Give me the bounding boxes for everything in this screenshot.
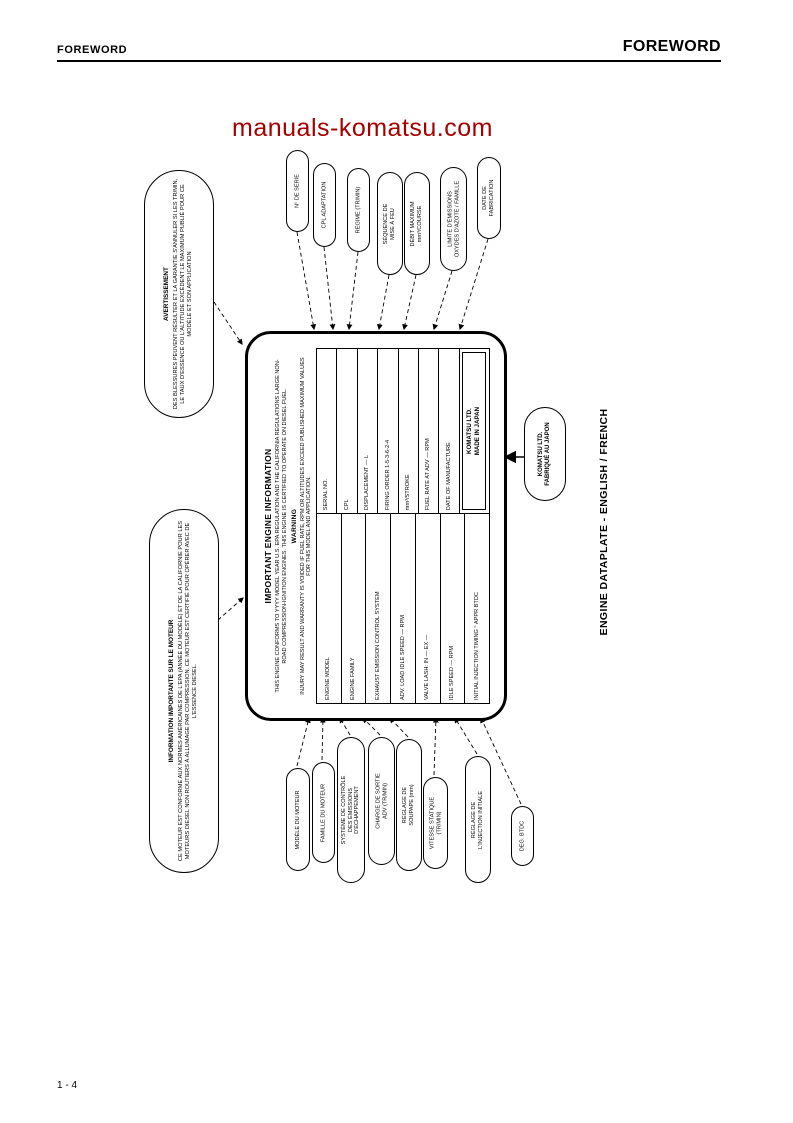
callout-adv-load-idle: CHARGE DE SORTIE ADV (TR/MIN) bbox=[368, 737, 395, 865]
callout-avertissement-title: AVERTISSEMENT bbox=[163, 267, 171, 321]
callout-komatsu-made-in-japan: KOMATSU LTD. FABRIQUÉ AU JAPON bbox=[524, 407, 566, 501]
plate-field-cpl: CPL bbox=[337, 349, 358, 514]
plate-conformity-text: THIS ENGINE CONFORMS TO YYYY MODEL YEAR … bbox=[275, 359, 288, 693]
callout-fuel-rate: DÉBIT MAXIMUM mm³/COURSE bbox=[404, 172, 430, 275]
plate-title: IMPORTANT ENGINE INFORMATION bbox=[263, 448, 273, 604]
watermark-text: manuals-komatsu.com bbox=[232, 114, 493, 142]
callout-information-importante: INFORMATION IMPORTANTE SUR LE MOTEUR CE … bbox=[149, 509, 219, 873]
callout-deg-btdc: DEG. BTDC bbox=[511, 806, 534, 866]
figure-caption-container: ENGINE DATAPLATE - ENGLISH / FRENCH bbox=[590, 408, 618, 636]
callout-information-title: INFORMATION IMPORTANTE SUR LE MOTEUR bbox=[168, 619, 176, 763]
plate-table: ENGINE MODEL ENGINE FAMILY EXHAUST EMISS… bbox=[315, 348, 490, 704]
plate-field-adv-load-idle: ADV. LOAD IDLE SPEED — RPM bbox=[391, 514, 416, 703]
callout-rpm: RÉGIME (TR/MIN) bbox=[347, 168, 370, 252]
callout-initial-injection-label: RÉGLAGE DE L'INJECTION INITIALE bbox=[471, 790, 484, 849]
plate-table-right-column: SERIAL NO. CPL DISPLACEMENT — L FIRING O… bbox=[316, 349, 489, 515]
callout-engine-family: FAMILLE DU MOTEUR bbox=[312, 762, 335, 863]
page-number: 1 - 4 bbox=[57, 1080, 78, 1091]
plate-warning-title: WARNING bbox=[290, 508, 298, 544]
figure-caption: ENGINE DATAPLATE - ENGLISH / FRENCH bbox=[597, 408, 610, 636]
callout-engine-model-label: MODÈLE DU MOTEUR bbox=[294, 789, 301, 850]
plate-field-fuel-rate: FUEL RATE AT ADV — RPM bbox=[419, 349, 440, 514]
plate-field-date-of-manufacture: DATE OF MANUFACTURE bbox=[439, 349, 460, 514]
plate-field-emission-control: EXHAUST EMISSION CONTROL SYSTEM bbox=[366, 514, 392, 703]
callout-engine-model: MODÈLE DU MOTEUR bbox=[286, 768, 310, 871]
header-left-foreword: FOREWORD bbox=[57, 44, 128, 56]
callout-cpl-label: CPL ADAPTATION bbox=[321, 181, 328, 229]
callout-nox-family-label: LIMITE D'ÉMISSIONS OXYDES D'AZOTE / FAMI… bbox=[446, 180, 460, 258]
plate-field-idle-speed: IDLE SPEED — RPM bbox=[440, 514, 466, 703]
plate-maker-box: KOMATSU LTD. MADE IN JAPAN bbox=[461, 352, 486, 511]
callout-deg-btdc-label: DEG. BTDC bbox=[519, 820, 526, 852]
header-right-foreword: FOREWORD bbox=[622, 38, 721, 55]
callout-fuel-rate-label: DÉBIT MAXIMUM mm³/COURSE bbox=[410, 201, 423, 246]
callout-static-speed: VITESSE STATIQUE (TR/MIN) bbox=[423, 777, 448, 869]
callout-komatsu-label: KOMATSU LTD. FABRIQUÉ AU JAPON bbox=[537, 422, 551, 486]
plate-warning-text: INJURY MAY RESULT AND WARRANTY IS VOIDED… bbox=[299, 357, 313, 695]
callout-rpm-label: RÉGIME (TR/MIN) bbox=[355, 186, 362, 234]
plate-field-engine-model: ENGINE MODEL bbox=[316, 514, 342, 703]
callout-adv-load-idle-label: CHARGE DE SORTIE ADV (TR/MIN) bbox=[374, 773, 388, 829]
callout-date-of-manufacture: DATE DE FABRICATION bbox=[477, 157, 501, 239]
callout-information-body: CE MOTEUR EST CONFORME AUX NORMES AMÉRIC… bbox=[178, 520, 199, 862]
callout-serial-number: N° DE SÉRIE bbox=[286, 150, 309, 232]
callout-valve-lash: RÉGLAGE DE SOUPAPE (mm) bbox=[396, 739, 422, 871]
callout-avertissement: AVERTISSEMENT DES BLESSURES PEUVENT RÉSU… bbox=[144, 170, 214, 418]
callout-static-speed-label: VITESSE STATIQUE (TR/MIN) bbox=[428, 796, 442, 850]
plate-field-valve-lash: VALVE LASH: IN — EX — bbox=[415, 514, 441, 703]
callout-firing-order-label: SÉQUENCE DE MISE À FEU bbox=[383, 203, 396, 244]
plate-field-engine-family: ENGINE FAMILY bbox=[341, 514, 367, 703]
callout-valve-lash-label: RÉGLAGE DE SOUPAPE (mm) bbox=[402, 784, 415, 826]
plate-field-mm3-stroke: mm³/STROKE bbox=[398, 349, 420, 514]
callout-engine-family-label: FAMILLE DU MOTEUR bbox=[320, 783, 327, 842]
callout-initial-injection: RÉGLAGE DE L'INJECTION INITIALE bbox=[465, 756, 491, 883]
callout-emission-control-system-label: SYSTÈME DE CONTRÔLE DES ÉMISSIONS D'ÉCHA… bbox=[340, 775, 361, 845]
callout-date-of-manufacture-label: DATE DE FABRICATION bbox=[482, 179, 495, 217]
plate-field-serial-no: SERIAL NO. bbox=[316, 349, 338, 514]
plate-field-firing-order: FIRING ORDER 1-5-3-6-2-4 bbox=[378, 349, 399, 514]
callout-nox-family: LIMITE D'ÉMISSIONS OXYDES D'AZOTE / FAMI… bbox=[440, 167, 467, 271]
callout-emission-control-system: SYSTÈME DE CONTRÔLE DES ÉMISSIONS D'ÉCHA… bbox=[337, 737, 365, 883]
engine-dataplate: IMPORTANT ENGINE INFORMATION THIS ENGINE… bbox=[245, 331, 507, 721]
callout-firing-order: SÉQUENCE DE MISE À FEU bbox=[377, 172, 403, 275]
callout-cpl: CPL ADAPTATION bbox=[313, 163, 336, 247]
plate-field-injection-timing: INITIAL INJECTION TIMING ° APPR BTDC bbox=[473, 592, 480, 700]
callout-serial-number-label: N° DE SÉRIE bbox=[294, 174, 301, 208]
plate-table-left-column: ENGINE MODEL ENGINE FAMILY EXHAUST EMISS… bbox=[316, 514, 489, 703]
header-rule bbox=[57, 60, 721, 62]
plate-field-displacement: DISPLACEMENT — L bbox=[357, 349, 379, 514]
callout-avertissement-body: DES BLESSURES PEUVENT RÉSULTER ET LA GAR… bbox=[173, 178, 194, 410]
